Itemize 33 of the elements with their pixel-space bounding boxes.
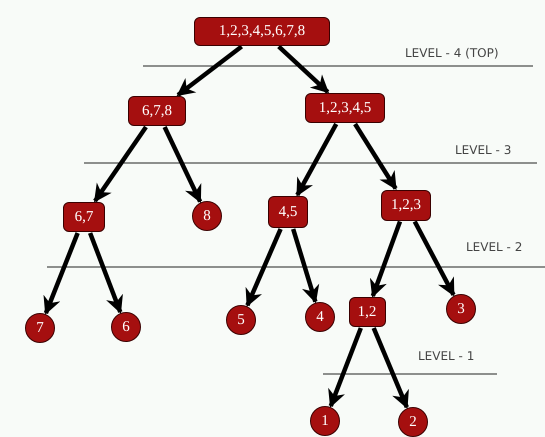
arrow bbox=[93, 126, 148, 202]
arrow bbox=[295, 122, 338, 197]
leaf-node-circle: 4 bbox=[305, 302, 335, 332]
arrow bbox=[291, 228, 320, 304]
arrow bbox=[328, 327, 363, 408]
level-label: LEVEL - 1 bbox=[418, 349, 474, 363]
leaf-node-circle: 3 bbox=[446, 294, 476, 324]
node-box: 1,2,3 bbox=[381, 190, 431, 220]
node-box: 4,5 bbox=[268, 196, 308, 228]
arrow bbox=[372, 327, 409, 409]
leaf-node-circle: 8 bbox=[192, 201, 222, 231]
level-label: LEVEL - 3 bbox=[455, 143, 512, 157]
node-box: 6,7,8 bbox=[128, 96, 186, 126]
node-box: 6,7 bbox=[63, 202, 105, 232]
leaf-node-circle: 1 bbox=[310, 406, 340, 436]
leaf-node-circle: 6 bbox=[111, 312, 141, 342]
node-box: 1,2,3,4,5 bbox=[305, 93, 385, 123]
leaf-node-circle: 7 bbox=[25, 313, 55, 343]
arrow bbox=[370, 220, 402, 298]
arrow bbox=[245, 228, 283, 307]
level-label: LEVEL - 4 (TOP) bbox=[405, 46, 499, 60]
node-box: 1,2 bbox=[348, 297, 386, 327]
arrow bbox=[277, 44, 330, 94]
arrow bbox=[162, 126, 202, 204]
arrow bbox=[44, 232, 80, 315]
level-label: LEVEL - 2 bbox=[466, 240, 522, 254]
leaf-node-circle: 2 bbox=[398, 407, 428, 437]
leaf-node-circle: 5 bbox=[226, 305, 256, 335]
arrow bbox=[88, 232, 123, 314]
node-box: 1,2,3,4,5,6,7,8 bbox=[194, 16, 330, 46]
arrow bbox=[353, 122, 398, 190]
arrow bbox=[176, 44, 244, 97]
arrow bbox=[412, 220, 456, 296]
